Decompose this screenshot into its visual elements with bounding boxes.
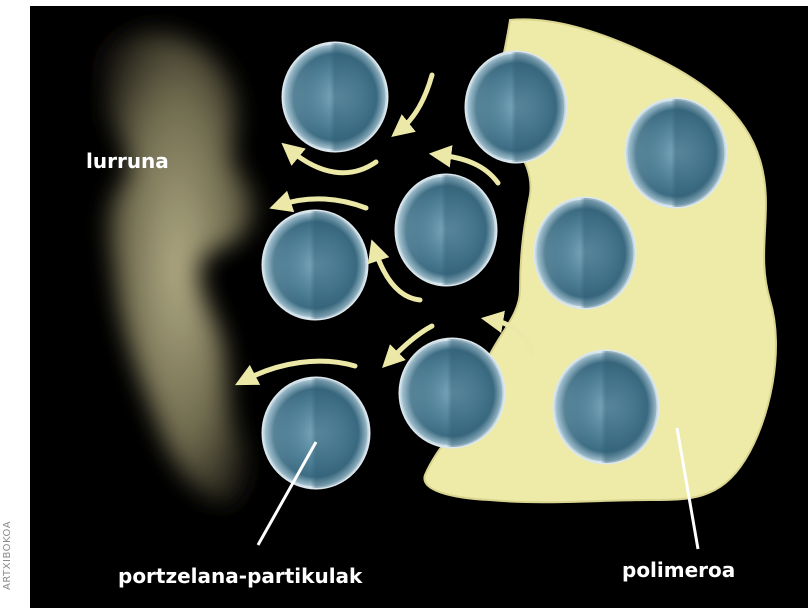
particle — [396, 175, 496, 285]
particle — [283, 43, 387, 151]
particle — [466, 52, 566, 162]
particle — [263, 211, 367, 319]
particles-label: portzelana-partikulak — [118, 564, 363, 588]
polymer-label: polimeroa — [622, 558, 735, 582]
particle — [263, 378, 369, 488]
particle — [626, 99, 726, 207]
particle — [554, 351, 658, 463]
particle — [400, 339, 504, 447]
vapor-label: lurruna — [86, 149, 169, 173]
particle — [535, 198, 635, 308]
